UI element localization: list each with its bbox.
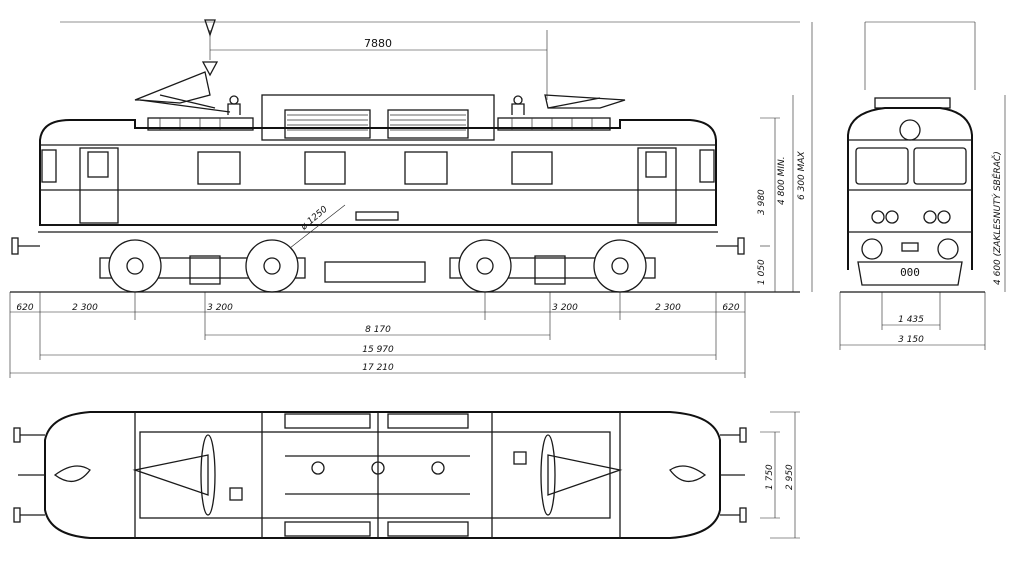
- panto-min-label: 4 800 MIN.: [777, 156, 787, 205]
- side-view: 7880: [9, 19, 813, 378]
- left-pantograph: [134, 71, 231, 113]
- pantograph-spacing-dimension: 7880: [209, 30, 548, 100]
- bogie-wheelbase-right-label: 3 200: [552, 303, 578, 313]
- locomotive-body: [38, 119, 718, 233]
- end-overhang-right-label: 620: [722, 303, 739, 313]
- buffers-top: [13, 427, 747, 523]
- body-height-label: 3 980: [757, 189, 767, 215]
- length-dimensions: 620 2 300 3 200 3 200 2 300 620 8 170 15…: [9, 292, 746, 378]
- top-width-label: 2 950: [785, 464, 795, 490]
- body-length-label: 15 970: [362, 345, 394, 355]
- loco-number: 000: [900, 266, 920, 279]
- gauge-label: 1 435: [898, 315, 924, 325]
- roof-width-label: 1 750: [765, 464, 775, 490]
- height-dimensions: 3 980 4 800 MIN. 6 300 MAX 1 050: [757, 22, 813, 292]
- bogies: [99, 239, 656, 293]
- pantograph-spacing-label: 7880: [364, 37, 392, 50]
- panto-lowered-label: 4 600 (ZAKLESNUTÝ SBĚRAČ): [991, 151, 1003, 285]
- front-view: 000 1 435 3 150 4 600 (ZAKLESNUTÝ SBĚRAČ…: [839, 21, 1006, 350]
- buffer-height-label: 1 050: [757, 259, 767, 285]
- panto-max-label: 6 300 MAX: [797, 150, 807, 200]
- end-overhang-left-label: 620: [16, 303, 33, 313]
- end-section-left-label: 2 300: [72, 303, 98, 313]
- top-view: 1 750 2 950: [13, 411, 800, 539]
- bogie-centres-label: 8 170: [365, 325, 391, 335]
- end-section-right-label: 2 300: [655, 303, 681, 313]
- body-width-label: 3 150: [898, 335, 924, 345]
- length-over-buffers-label: 17 210: [362, 363, 394, 373]
- buffers-side: [11, 237, 745, 255]
- bogie-wheelbase-left-label: 3 200: [207, 303, 233, 313]
- right-pantograph: [544, 94, 626, 109]
- top-pantographs: [132, 434, 623, 516]
